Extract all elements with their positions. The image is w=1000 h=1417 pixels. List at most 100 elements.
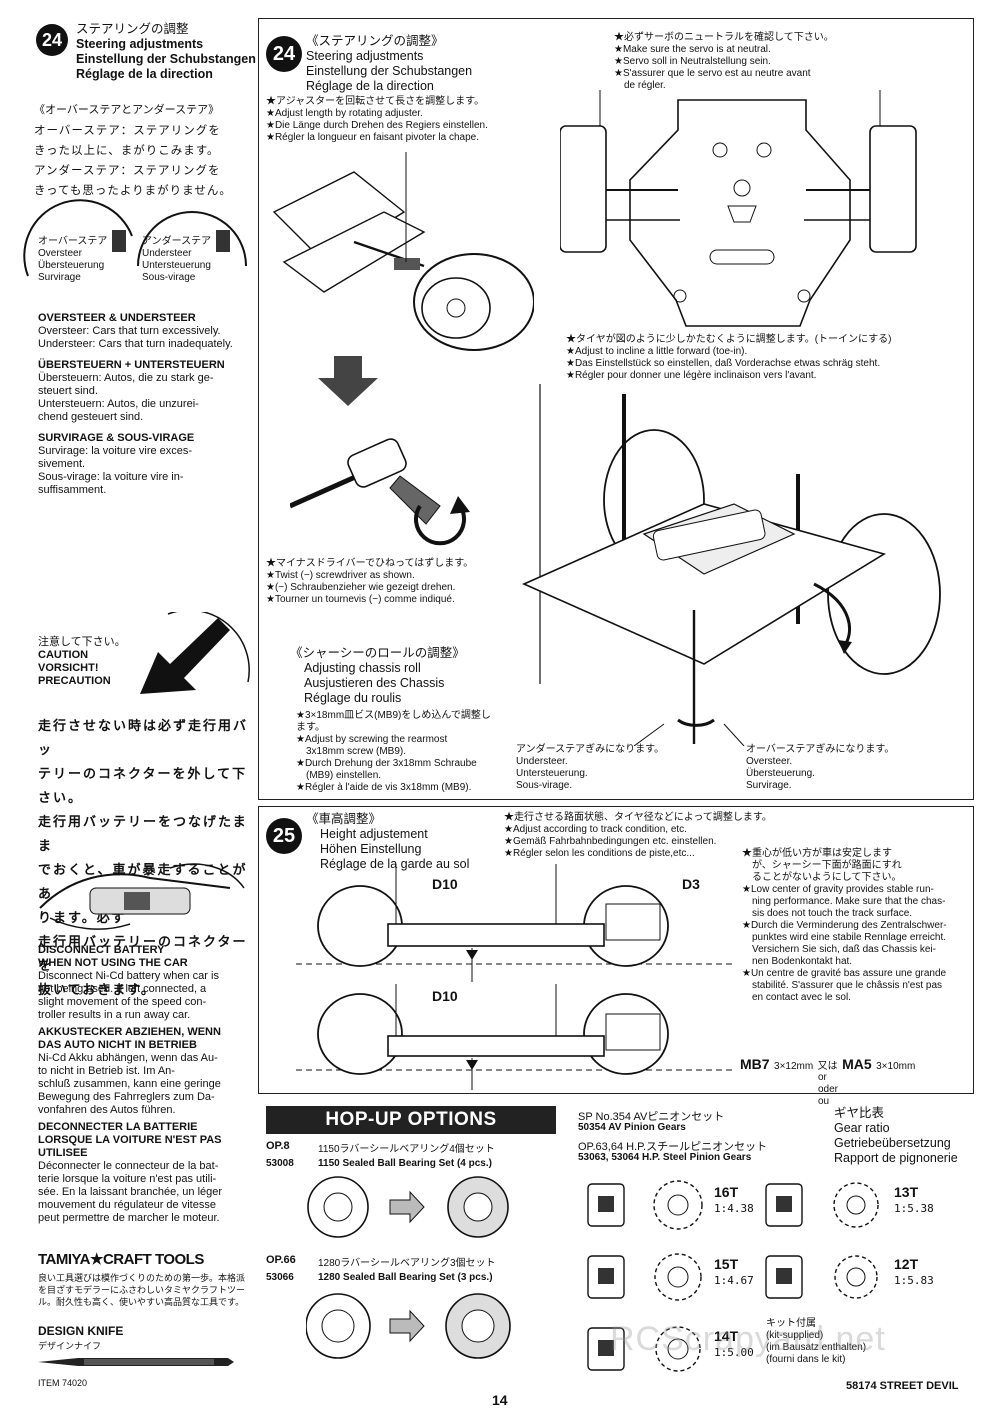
note-line: sis does not touch the track surface.: [752, 908, 913, 919]
gear-16t: 16T: [714, 1184, 739, 1200]
title-fr: Réglage de la direction: [306, 79, 434, 93]
note-line: ★(−) Schraubenzieher wie gezeigt drehen.: [266, 582, 456, 593]
label-d10-bottom: D10: [432, 988, 458, 1004]
en-line: Disconnect Ni-Cd battery when car is: [38, 970, 219, 982]
roll-title-fr: Réglage du roulis: [304, 691, 402, 705]
note-line: ★S'assurer que le servo est au neutre av…: [614, 68, 811, 79]
op8-en: 1150 Sealed Ball Bearing Set (4 pcs.): [318, 1158, 492, 1169]
note-line: ★必ずサーボのニュートラルを確認して下さい。: [614, 32, 834, 43]
battery-hands-illustration: [39, 863, 245, 930]
roll-line: (MB9) einstellen.: [306, 770, 382, 781]
sp354-en: 50354 AV Pinion Gears: [578, 1122, 686, 1133]
ratio-16t: 1:4.38: [714, 1202, 754, 1215]
caution-fr: PRECAUTION: [38, 675, 111, 687]
roll-line: 3x18mm screw (MB9).: [306, 746, 407, 757]
en-line: Oversteer: Cars that turn excessively.: [38, 325, 221, 337]
panel-25-badge: 25: [266, 818, 302, 854]
gear-title-en: Gear ratio: [834, 1121, 890, 1135]
de-title: DAS AUTO NICHT IN BETRIEB: [38, 1039, 197, 1051]
heading-fr: Réglage de la direction: [76, 67, 213, 81]
note-line: ★Tourner un tournevis (−) comme indiqué.: [266, 594, 455, 605]
jp-line: きった以上に、まがりこみます。: [34, 145, 220, 157]
de-line: schluß zusammen, kann eine geringe: [38, 1078, 221, 1090]
note-line: ★Servo soll in Neutralstellung sein.: [614, 56, 771, 67]
label: Sous-virage: [142, 272, 196, 283]
under-label: アンダーステアぎみになります。 Understeer. Untersteueru…: [516, 744, 664, 792]
note-line: ★Adjust according to track condition, et…: [504, 824, 687, 835]
kit-line: (im Bausatz enthalten): [766, 1342, 867, 1353]
op63-label: OP.63,64 H.P.スチールピニオンセット: [578, 1141, 768, 1153]
ratio-14t: 1:5.00: [714, 1346, 754, 1359]
label: Übersteuerung: [38, 260, 105, 271]
caution-arrow-icon: [140, 612, 250, 694]
op8-code: 53008: [266, 1158, 294, 1169]
fr-line: Déconnecter le connecteur de la bat-: [38, 1160, 219, 1172]
screwdriver-twist-drawing: [290, 356, 470, 546]
note-line: punktes wird eine stabile Rennlage errei…: [752, 932, 946, 943]
roll-title-de: Ausjustieren des Chassis: [304, 676, 445, 690]
knife-title: DESIGN KNIFE: [38, 1324, 124, 1338]
note-line: en contact avec le sol.: [752, 992, 851, 1003]
kit-line: (fourni dans le kit): [766, 1354, 846, 1365]
de-line: chend gesteuert sind.: [38, 411, 144, 423]
track-note: ★走行させる路面状態、タイヤ径などによって調整します。 ★Adjust acco…: [504, 812, 772, 860]
fr-line: sivement.: [38, 458, 86, 470]
kit-supplied-note: キット付属 (kit-supplied) (im Bausatz enthalt…: [766, 1318, 866, 1366]
de-line: steuert sind.: [38, 385, 98, 397]
ratio-15t: 1:4.67: [714, 1274, 754, 1287]
rear-chassis-roll-drawing: [522, 384, 941, 746]
de-line: Übersteuern: Autos, die zu stark ge-: [38, 372, 214, 384]
over-line: Übersteuerung.: [746, 768, 815, 779]
model-name: 58174 STREET DEVIL: [846, 1380, 959, 1392]
twist-note: ★マイナスドライバーでひねってはずします。 ★Twist (−) screwdr…: [266, 558, 473, 606]
or-jp: 又は: [817, 1061, 838, 1072]
note-line: が、シャーシー下面が路面にすれ: [752, 860, 902, 871]
note-line: ning performance. Make sure that the cha…: [752, 896, 946, 907]
en-line: not being used. If left connected, a: [38, 983, 207, 995]
watermark: RCScrapyard.net: [610, 1320, 886, 1358]
de-line: vonfahren des Autos führen.: [38, 1104, 176, 1116]
gear-12t: 12T: [894, 1256, 919, 1272]
label: Oversteer: [38, 248, 82, 259]
note-line: ★Adjust length by rotating adjuster.: [266, 108, 423, 119]
tamiya-brand: TAMIYA★CRAFT TOOLS: [38, 1251, 204, 1268]
op8-jp: 1150ラバーシールベアリング4個セット: [318, 1144, 495, 1155]
title-en: Steering adjustments: [306, 49, 424, 63]
brand-jp: 良い工具選びは模作づくりのための第一歩。本格派 を目ざすモデラーにふさわしいタミ…: [38, 1272, 248, 1308]
de-title: AKKUSTECKER ABZIEHEN, WENN: [38, 1026, 221, 1038]
servo-note: ★必ずサーボのニュートラルを確認して下さい。 ★Make sure the se…: [614, 32, 834, 92]
over-line: Survirage.: [746, 780, 792, 791]
caution-jp: 注意して下さい。: [38, 636, 126, 648]
de-line: to nicht in Betrieb ist. Im An-: [38, 1065, 175, 1077]
jp-line: アンダーステア：ステアリングを: [34, 165, 221, 177]
ma5-size: 3×10mm: [876, 1061, 916, 1072]
panel-step-24: [258, 18, 974, 800]
screw-options: MB7 3×12mm 又は MA5 3×10mm: [740, 1056, 915, 1074]
en-line: slight movement of the speed con-: [38, 996, 207, 1008]
roll-line: ★Régler à l'aide de vis 3x18mm (MB9).: [296, 782, 472, 793]
label: Survirage: [38, 272, 81, 283]
jp-line: 走行用バッテリーをつなげたまま: [38, 814, 248, 853]
panel-24-title: 《ステアリングの調整》 Steering adjustments Einstel…: [306, 34, 472, 94]
jp-line: ル。耐久性も高く、使いやすい高品質な工具です。: [38, 1297, 245, 1307]
pinion-gear-icons: [587, 1180, 879, 1372]
page-number: 14: [492, 1392, 508, 1408]
roll-title-jp: 《シャーシーのロールの調整》: [290, 646, 465, 660]
de-line: Bewegung des Fahrreglers zum Da-: [38, 1091, 215, 1103]
mb7-size: 3×12mm: [774, 1061, 814, 1072]
jp-line: 抜いておきます。: [38, 982, 156, 997]
op8-label: OP.8: [266, 1140, 290, 1152]
fr-line: Sous-virage: la voiture vire in-: [38, 471, 184, 483]
left-steering-heading: ステアリングの調整 Steering adjustments Einstellu…: [76, 22, 256, 82]
fr-line: terie lorsque la voiture n'est pas utili…: [38, 1173, 217, 1185]
under-line: Understeer.: [516, 756, 568, 767]
hop-up-title: HOP-UP OPTIONS: [266, 1106, 556, 1134]
note-line: de régler.: [624, 80, 666, 91]
gear-title-de: Getriebeübersetzung: [834, 1136, 951, 1150]
label: オーバーステア: [38, 236, 108, 247]
gravity-note: ★重心が低い方が車は安定します が、シャーシー下面が路面にすれ ることがないよう…: [742, 848, 962, 1004]
roll-line: ★Durch Drehung der 3x18mm Schraube: [296, 758, 477, 769]
fr-title: LORSQUE LA VOITURE N'EST PAS: [38, 1134, 222, 1146]
panel-step-25: [258, 806, 974, 1094]
note-line: ★Régler la longueur en faisant pivoter l…: [266, 132, 479, 143]
